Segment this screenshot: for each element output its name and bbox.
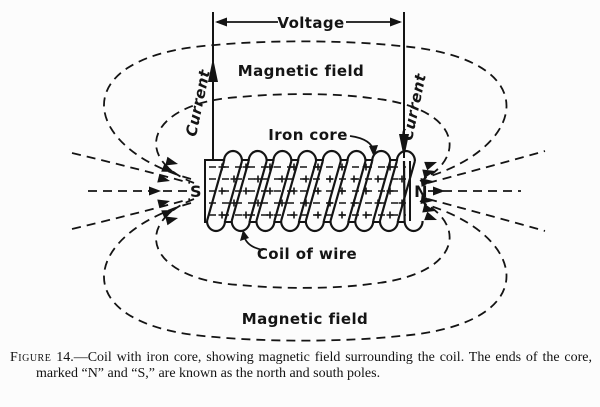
voltage-arrow-right bbox=[390, 17, 402, 27]
current-label-left: Current bbox=[182, 68, 214, 139]
circuit-leads bbox=[212, 12, 405, 160]
field-line-diag-lower-right bbox=[427, 198, 546, 232]
iron-core-pointer-head bbox=[369, 145, 378, 157]
figure-14-diagram: Voltage Magnetic field Iron core Coil of… bbox=[71, 12, 546, 342]
south-pole-label: S bbox=[190, 182, 202, 201]
current-arrows bbox=[208, 58, 409, 158]
field-line-diag-upper-left bbox=[71, 152, 191, 184]
iron-core-pointer bbox=[349, 135, 375, 153]
field-line-diag-upper-right bbox=[427, 150, 546, 184]
voltage-dimension bbox=[215, 17, 402, 27]
field-loop-bottom-inner bbox=[155, 198, 451, 289]
magnetic-field-label-top: Magnetic field bbox=[238, 62, 364, 80]
figure-caption-word: Figure bbox=[10, 350, 52, 365]
voltage-label: Voltage bbox=[277, 14, 344, 32]
north-pole-label: N bbox=[414, 182, 428, 201]
field-line-diag-lower-left bbox=[71, 198, 191, 230]
coil-of-wire-pointer-head bbox=[240, 230, 249, 241]
figure-caption-body: 14.—Coil with iron core, showing magneti… bbox=[36, 350, 592, 382]
voltage-arrow-left bbox=[215, 17, 227, 27]
coil-windings bbox=[205, 149, 424, 233]
iron-core-texture bbox=[209, 163, 406, 219]
figure-caption: Figure 14.—Coil with iron core, showing … bbox=[10, 350, 592, 383]
field-loop-top-outer bbox=[103, 40, 508, 180]
magnetic-field-lines bbox=[71, 40, 546, 342]
iron-core-label: Iron core bbox=[268, 126, 348, 144]
coil-of-wire-label: Coil of wire bbox=[257, 245, 357, 263]
current-down-arrow bbox=[399, 134, 409, 158]
field-loop-bottom-outer bbox=[103, 202, 508, 342]
current-up-arrow bbox=[208, 58, 218, 82]
field-arrowheads bbox=[149, 156, 445, 226]
current-label-right: Current bbox=[398, 72, 430, 143]
magnetic-field-label-bottom: Magnetic field bbox=[242, 310, 368, 328]
field-loop-top-inner bbox=[155, 93, 451, 184]
